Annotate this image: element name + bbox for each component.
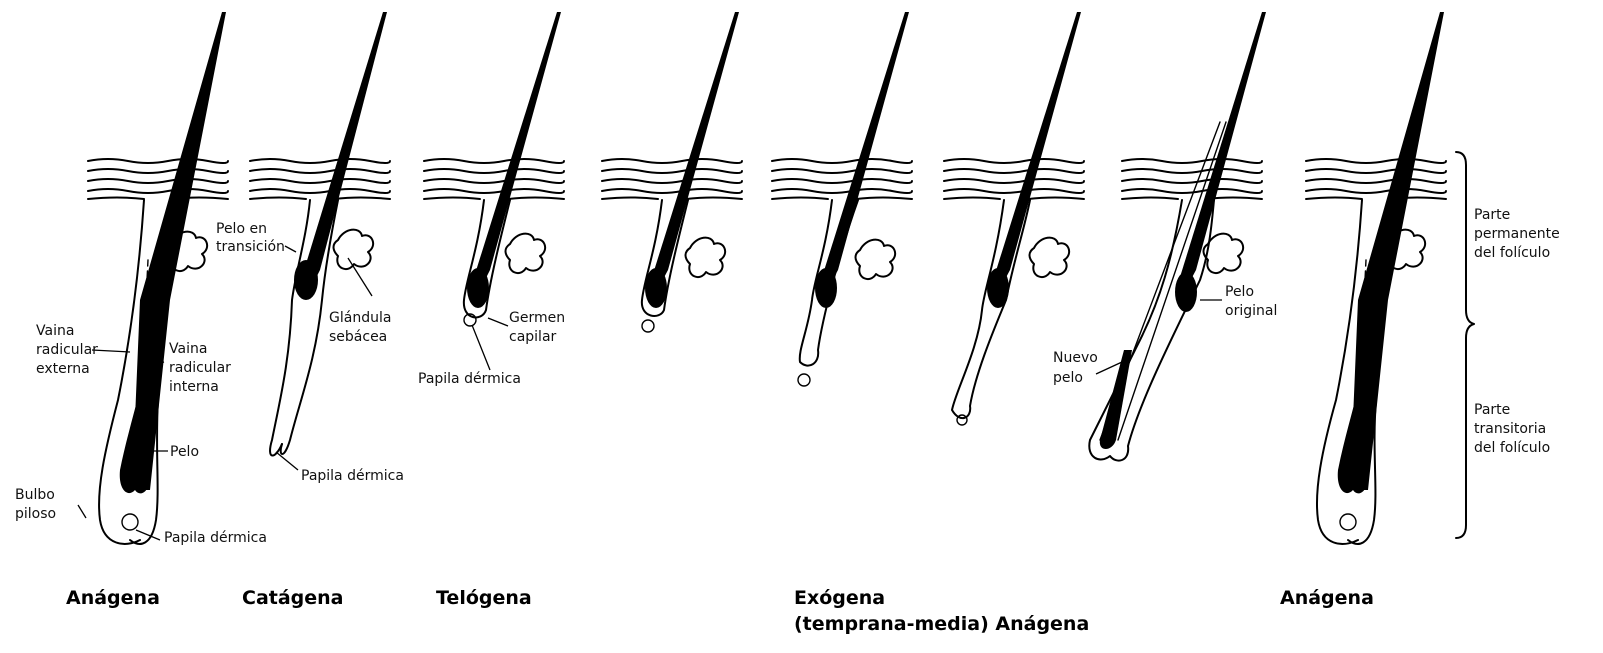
label-vaina-externa-2: radicular (36, 342, 98, 358)
label-pelo-original-1: Pelo (1225, 284, 1254, 300)
stage-label-exogena-2: (temprana-media) Anágena (794, 613, 1089, 635)
label-nuevo-pelo-1: Nuevo (1053, 350, 1098, 366)
label-glandula-sebacea-1: Glándula (329, 310, 391, 326)
label-germen-capilar-2: capilar (509, 329, 557, 345)
label-papila-dermica-3: Papila dérmica (418, 371, 521, 387)
stage-label-exogena-1: Exógena (794, 587, 885, 609)
label-germen-capilar-1: Germen (509, 310, 565, 326)
label-pelo-en-transicion-1: Pelo en (216, 221, 267, 237)
label-vaina-externa-3: externa (36, 361, 90, 377)
follicle-anagen-2 (1306, 12, 1446, 544)
label-parte-transitoria-2: transitoria (1474, 421, 1546, 437)
follicle-brace (1456, 152, 1474, 538)
label-parte-permanente-2: permanente (1474, 226, 1560, 242)
follicle-catagen (250, 12, 390, 456)
follicle-anagen-1 (88, 12, 228, 544)
follicle-new-hair (1089, 12, 1266, 461)
label-nuevo-pelo-2: pelo (1053, 370, 1083, 386)
label-vaina-interna-1: Vaina (169, 341, 207, 357)
label-vaina-interna-3: interna (169, 379, 219, 395)
label-pelo: Pelo (170, 444, 199, 460)
label-papila-dermica-1: Papila dérmica (164, 530, 267, 546)
stage-label-catagena: Catágena (242, 587, 344, 609)
label-bulbo-piloso-2: piloso (15, 506, 56, 522)
label-papila-dermica-2: Papila dérmica (301, 468, 404, 484)
stage-label-anagena-1: Anágena (66, 587, 160, 609)
label-parte-permanente-1: Parte (1474, 207, 1510, 223)
label-pelo-en-transicion-2: transición (216, 239, 285, 255)
label-pelo-original-2: original (1225, 303, 1277, 319)
label-vaina-externa-1: Vaina (36, 323, 74, 339)
label-parte-permanente-3: del folículo (1474, 245, 1550, 261)
follicle-exogen-2 (772, 12, 912, 386)
label-bulbo-piloso-1: Bulbo (15, 487, 55, 503)
follicle-exogen-1 (602, 12, 742, 332)
label-vaina-interna-2: radicular (169, 360, 231, 376)
label-parte-transitoria-3: del folículo (1474, 440, 1550, 456)
stage-label-anagena-2: Anágena (1280, 587, 1374, 609)
label-parte-transitoria-1: Parte (1474, 402, 1510, 418)
follicle-telogen (424, 12, 564, 326)
label-glandula-sebacea-2: sebácea (329, 329, 387, 345)
stage-label-telogena: Telógena (436, 587, 532, 609)
